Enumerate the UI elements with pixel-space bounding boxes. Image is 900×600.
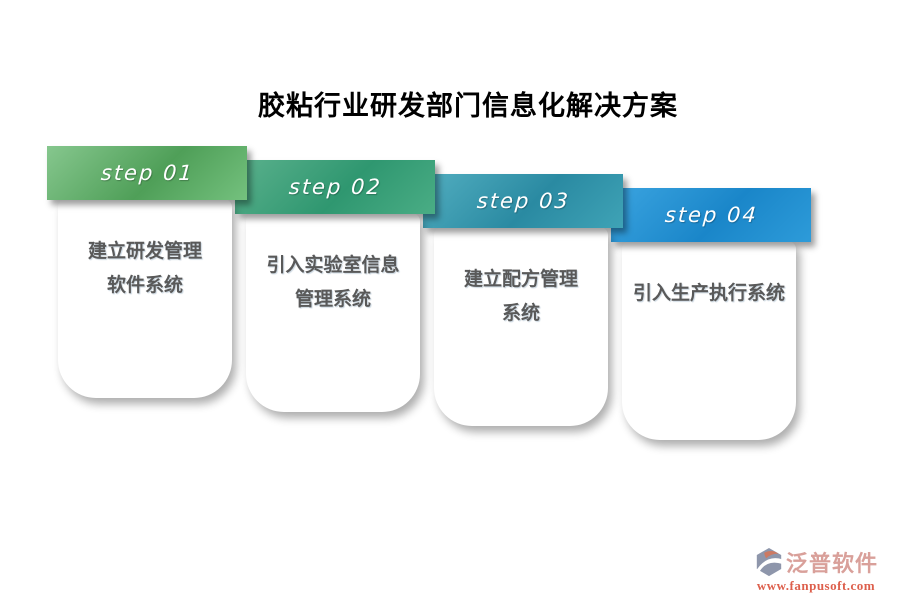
step-label-1: step 01 xyxy=(99,161,195,185)
step-text-line: 建立研发管理 xyxy=(87,241,202,262)
step-text-line: 软件系统 xyxy=(106,275,183,296)
step-label-2: step 02 xyxy=(287,175,383,199)
page-title: 胶粘行业研发部门信息化解决方案 xyxy=(258,91,678,121)
step-body-3: 建立配方管理 系统 xyxy=(434,227,608,426)
step-card-3: step 03 建立配方管理 系统 xyxy=(423,174,633,444)
step-text-line: 引入生产执行系统 xyxy=(632,283,785,304)
brand-url: www.fanpusoft.com xyxy=(756,578,876,593)
step-text-line: 引入实验室信息 xyxy=(266,255,400,276)
step-card-4: step 04 引入生产执行系统 xyxy=(611,188,821,458)
brand-footer: 泛普软件 www.fanpusoft.com xyxy=(738,546,894,594)
step-banner-4: step 04 xyxy=(611,188,811,242)
step-text-line: 管理系统 xyxy=(294,289,371,310)
step-card-1: step 01 建立研发管理 软件系统 xyxy=(47,146,257,416)
step-label-4: step 04 xyxy=(663,203,759,227)
step-body-2: 引入实验室信息 管理系统 xyxy=(246,213,420,412)
fanpu-logo-icon xyxy=(756,547,783,577)
step-banner-2: step 02 xyxy=(235,160,435,214)
step-body-4: 引入生产执行系统 xyxy=(622,241,796,440)
step-body-1: 建立研发管理 软件系统 xyxy=(58,199,232,398)
step-banner-1: step 01 xyxy=(47,146,247,200)
brand-name: 泛普软件 xyxy=(785,551,878,576)
step-label-3: step 03 xyxy=(475,189,571,213)
step-text-line: 系统 xyxy=(501,303,540,324)
step-card-2: step 02 引入实验室信息 管理系统 xyxy=(235,160,445,430)
step-text-line: 建立配方管理 xyxy=(463,269,578,290)
step-banner-3: step 03 xyxy=(423,174,623,228)
